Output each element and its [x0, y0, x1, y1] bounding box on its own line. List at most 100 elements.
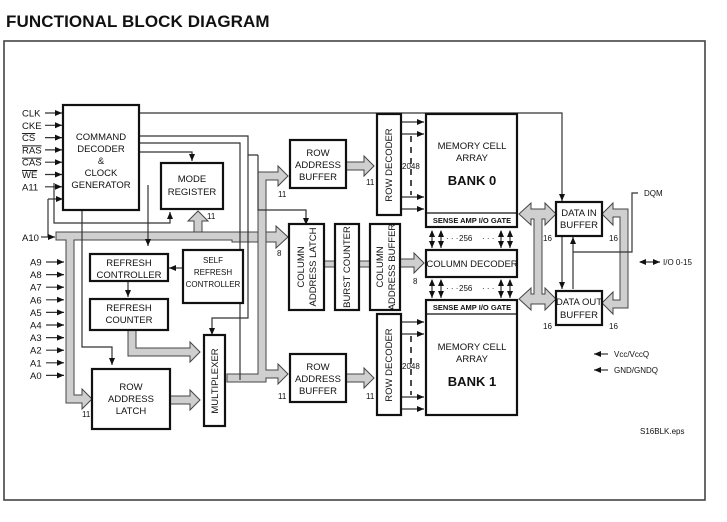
svg-text:ROW: ROW: [119, 382, 142, 393]
self-refresh-controller-text: SELF REFRESH CONTROLLER: [186, 256, 241, 289]
row-decoder1-outputs: [401, 319, 424, 412]
svg-text:ADDRESS: ADDRESS: [108, 394, 154, 405]
svg-text:· · ·: · · ·: [446, 284, 458, 293]
input-pin-a7: A7: [30, 283, 42, 294]
internal-data-bus: [518, 201, 557, 312]
svg-text:16: 16: [609, 234, 618, 243]
svg-text:GENERATOR: GENERATOR: [71, 180, 130, 191]
data-out-buffer-text: DATA OUT BUFFER: [556, 297, 602, 321]
svg-text:2048: 2048: [402, 362, 420, 371]
mode-register-text: MODE REGISTER: [168, 174, 217, 198]
svg-text:BANK 1: BANK 1: [448, 374, 496, 389]
diagram-frame: [3, 40, 706, 501]
row-latch-bus: [169, 388, 201, 412]
input-pin-cas: CAS: [22, 158, 42, 169]
bank0-block: [424, 112, 519, 229]
svg-text:16: 16: [609, 322, 618, 331]
multiplexer-control: [209, 155, 249, 335]
svg-text:REGISTER: REGISTER: [168, 187, 217, 198]
column-address-latch-block: [287, 222, 326, 312]
svg-text:11: 11: [278, 392, 287, 401]
row-buffer1-bus: [345, 366, 375, 390]
command-decoder-block: [61, 103, 141, 212]
svg-text:· · ·: · · ·: [446, 234, 458, 243]
svg-text:REFRESH: REFRESH: [106, 258, 152, 269]
mode-register-bus: [186, 210, 210, 233]
svg-text:16: 16: [543, 322, 552, 331]
svg-text:256: 256: [459, 234, 473, 243]
row-buffer0-bus: [345, 154, 375, 178]
svg-text:ARRAY: ARRAY: [456, 354, 489, 365]
diagram-title: FUNCTIONAL BLOCK DIAGRAM: [6, 12, 270, 31]
column-latch-control: [257, 155, 309, 225]
row-address-latch-block: [90, 367, 172, 431]
input-pin-cke: CKE: [22, 121, 42, 132]
multiplexer-text: MULTIPLEXER: [210, 348, 221, 413]
dqm-label: DQM: [644, 189, 663, 198]
row-address-buffer0-text: ROW ADDRESS BUFFER: [295, 148, 341, 183]
mode-register-control: [139, 151, 195, 161]
bank1-block: [424, 298, 519, 417]
input-pin-a2: A2: [30, 346, 42, 357]
column-address-latch-text: COLUMN ADDRESS LATCH: [296, 227, 319, 306]
svg-text:8: 8: [277, 249, 282, 258]
svg-text:MODE: MODE: [178, 174, 207, 185]
svg-text:CONTROLLER: CONTROLLER: [186, 280, 241, 289]
svg-text:256: 256: [459, 284, 473, 293]
refresh-counter-text: REFRESH COUNTER: [106, 303, 153, 326]
svg-text:LATCH: LATCH: [116, 406, 147, 417]
row-decoder1-block: [375, 312, 403, 417]
svg-text:CLOCK: CLOCK: [85, 168, 118, 179]
svg-text:COUNTER: COUNTER: [106, 315, 153, 326]
input-pin-a1: A1: [30, 358, 42, 369]
column-address-buffer-block: [368, 222, 402, 312]
column-decoder-block: [424, 248, 519, 279]
svg-text:BANK 0: BANK 0: [448, 173, 496, 188]
refresh-controller-block: [88, 252, 170, 283]
svg-text:DECODER: DECODER: [77, 144, 125, 155]
input-pin-a11: A11: [22, 182, 38, 193]
input-pin-a8: A8: [30, 270, 42, 281]
io-label: I/O 0-15: [663, 258, 692, 267]
svg-text:· · ·: · · ·: [482, 234, 494, 243]
multiplexer-block: [202, 333, 227, 428]
svg-text:REFRESH: REFRESH: [194, 268, 232, 277]
row-address-bus: [226, 164, 289, 386]
refresh-controller-text: REFRESH CONTROLLER: [97, 258, 162, 281]
input-pin-cs: CS: [22, 133, 35, 144]
data-out-buffer-block: [554, 289, 604, 327]
a11-mode-line: [53, 183, 173, 224]
svg-text:CONTROLLER: CONTROLLER: [97, 270, 162, 281]
input-pin-a0: A0: [30, 371, 42, 382]
svg-text:MEMORY CELL: MEMORY CELL: [438, 141, 507, 152]
svg-text:· · ·: · · ·: [482, 284, 494, 293]
refresh-counter-bus: [127, 329, 201, 364]
input-pin-a4: A4: [30, 321, 42, 332]
svg-text:16: 16: [543, 234, 552, 243]
dqm-line: [573, 192, 638, 253]
row-decoder0-text: ROW DECODER: [384, 128, 395, 202]
refresh-counter-block: [88, 297, 170, 332]
bus-width-labels: 11 11 11 11 11 11 8 8 2048 2048 256 256 …: [82, 162, 618, 419]
svg-text:BUFFER: BUFFER: [299, 386, 337, 397]
svg-text:BUFFER: BUFFER: [560, 220, 598, 231]
mode-register-block: [159, 161, 225, 211]
row-decoder0-block: [375, 112, 403, 217]
svg-text:ADDRESS BUFFER: ADDRESS BUFFER: [387, 224, 398, 311]
row-address-buffer0-block: [288, 138, 348, 190]
a10-label: A10: [22, 233, 39, 244]
address-input-arrows: [46, 259, 64, 379]
svg-text:11: 11: [82, 410, 91, 419]
input-pin-a9: A9: [30, 258, 42, 269]
svg-text:REFRESH: REFRESH: [106, 303, 152, 314]
svg-text:DATA IN: DATA IN: [561, 208, 597, 219]
svg-text:COLUMN: COLUMN: [296, 246, 307, 287]
burst-counter-text: BURST COUNTER: [342, 226, 353, 308]
row-address-latch-text: ROW ADDRESS LATCH: [108, 382, 154, 417]
bank1-text: SENSE AMP I/O GATE MEMORY CELL ARRAY BAN…: [433, 303, 511, 389]
svg-text:ADDRESS: ADDRESS: [295, 160, 341, 171]
svg-text:11: 11: [207, 212, 216, 221]
row-address-buffer1-text: ROW ADDRESS BUFFER: [295, 362, 341, 397]
